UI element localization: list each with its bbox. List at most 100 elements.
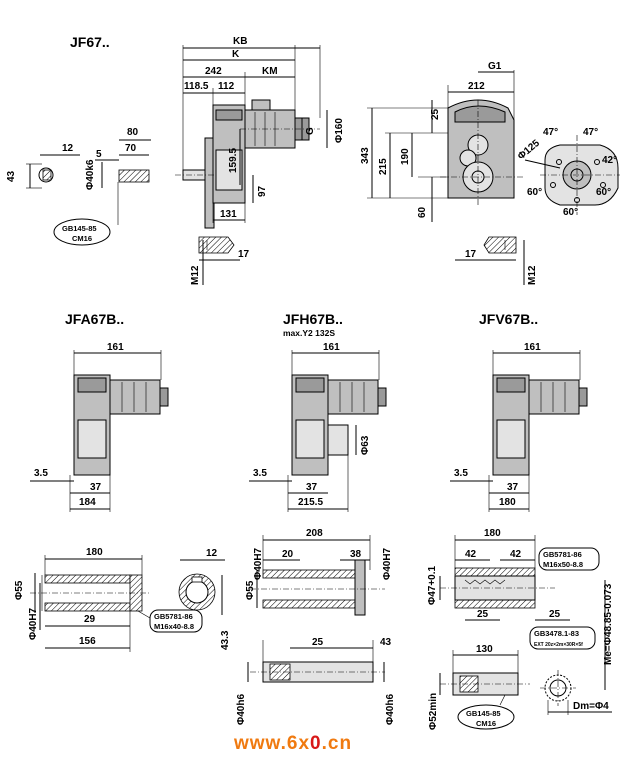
dim-25: 25 [430, 108, 441, 120]
jfv-spline-shaft: 180 42 42 GB5781-86 M16x50-8.8 Φ47+0.1 2… [427, 528, 614, 730]
label-jfv-cm16: CM16 [476, 719, 496, 728]
watermark: www.6x0.cn [233, 733, 352, 754]
angle-60-bottom: 60° [563, 207, 578, 218]
angle-60-left: 60° [527, 187, 542, 198]
dim-phi40k6: Φ40k6 [85, 159, 96, 190]
dim-jfv-42b: 42 [510, 549, 522, 560]
dim-jfh-208: 208 [306, 528, 323, 539]
dim-phi125: Φ125 [516, 138, 542, 163]
dim-jfv-37: 37 [507, 482, 519, 493]
dim-jfa-184: 184 [79, 497, 96, 508]
label-jfa-gb5781: GB5781-86 [154, 612, 193, 621]
dim-g1: G1 [488, 61, 502, 72]
jf67-thread-detail-left: 17 M12 [190, 236, 250, 285]
dim-jfh-phi55: Φ55 [245, 580, 256, 600]
title-jfa67b: JFA67B.. [65, 311, 124, 327]
dim-242: 242 [205, 66, 222, 77]
dim-kb: KB [233, 36, 247, 47]
dim-jfh-43: 43 [380, 637, 392, 648]
dim-jfa-37: 37 [90, 482, 102, 493]
dim-97: 97 [257, 185, 268, 197]
dim-159-5: 159.5 [228, 148, 239, 173]
dim-jfv-phi52: Φ52min [428, 693, 439, 730]
dim-jfh-phi40a: Φ40H7 [253, 547, 264, 580]
callout-gb3478 [529, 626, 596, 650]
dim-m12-right: M12 [527, 265, 538, 285]
dim-jfh-phi63: Φ63 [360, 435, 371, 455]
angle-42: 42° [602, 155, 617, 166]
dim-jfa-phi40h7: Φ40H7 [28, 607, 39, 640]
dim-70: 70 [125, 143, 137, 154]
dim-jfv-3-5: 3.5 [454, 468, 468, 479]
dim-12: 12 [62, 143, 74, 154]
dim-jfa-shaft-180: 180 [86, 547, 103, 558]
dim-jfv-42a: 42 [465, 549, 477, 560]
dim-k: K [232, 49, 240, 60]
dim-jfa-phi55: Φ55 [14, 580, 25, 600]
jfa-hollow-shaft: 180 Φ55 Φ40H7 29 156 GB5781-86 M16x40-8.… [14, 547, 231, 652]
dim-17-left: 17 [238, 249, 250, 260]
dim-jfa-161: 161 [107, 342, 124, 353]
dim-60: 60 [417, 206, 428, 218]
shaft-section-circle [38, 167, 54, 183]
label-jfv-gb3478: GB3478.1-83 [534, 629, 579, 638]
jf67-thread-detail-right: 17 M12 [455, 236, 538, 285]
dim-jfv-me: Me=Φ48.85-0.073 [603, 583, 614, 665]
label-jfv-m16x50: M16x50-8.8 [543, 560, 583, 569]
dim-km: KM [262, 66, 278, 77]
dim-jfh-215-5: 215.5 [298, 497, 323, 508]
angle-47-left: 47° [543, 127, 558, 138]
callout-gb145 [53, 218, 111, 246]
dim-jfv-phi47: Φ47+0.1 [427, 565, 438, 605]
dim-131: 131 [220, 209, 237, 220]
dim-jfh-20: 20 [282, 549, 294, 560]
dim-jfa-156: 156 [79, 636, 96, 647]
dim-5: 5 [96, 149, 102, 160]
dim-g: G [305, 127, 316, 135]
title-jfh67b-note: max.Y2 132S [283, 328, 335, 338]
label-jfv-gb5781: GB5781-86 [543, 550, 582, 559]
callout-jfv-gb145 [457, 704, 515, 730]
dim-jfv-25a: 25 [477, 609, 489, 620]
title-jf67: JF67.. [70, 34, 110, 50]
dim-phi160: Φ160 [334, 118, 345, 143]
angle-47-right: 47° [583, 127, 598, 138]
label-jfv-ext: EXT 20z×2m×30R×5f [534, 642, 583, 648]
dim-112: 112 [218, 81, 235, 92]
dim-80: 80 [127, 127, 139, 138]
jf67-side-view: KB K 242 KM 118.5 112 G Φ160 159.5 97 13… [175, 36, 345, 229]
dim-jfa-3-5: 3.5 [34, 468, 48, 479]
callout-gb5781-jfa [149, 609, 203, 633]
dim-118-5: 118.5 [184, 81, 209, 92]
dim-m12-left: M12 [190, 265, 201, 285]
dim-jfa-12: 12 [206, 548, 218, 559]
dim-jfh-161: 161 [323, 342, 340, 353]
dim-jfv-161: 161 [524, 342, 541, 353]
dim-jfa-43-3: 43.3 [220, 630, 231, 650]
label-jfv-gb145: GB145-85 [466, 709, 501, 718]
dim-jfv-180: 180 [499, 497, 516, 508]
dim-jfv-25b: 25 [549, 609, 561, 620]
dim-jfh-25: 25 [312, 637, 324, 648]
dim-43: 43 [6, 170, 17, 182]
jfa67b-view: 161 3.5 37 184 [30, 342, 169, 512]
dim-17-right: 17 [465, 249, 477, 260]
jfv67b-view: 161 3.5 37 180 [450, 342, 588, 512]
shaft-end [118, 169, 150, 183]
title-jfh67b: JFH67B.. [283, 311, 343, 327]
jf67-key-detail: 43 12 80 70 5 Φ40k6 GB145-85 CM16 [6, 127, 151, 246]
dim-jfv-dm: Dm=Φ4 [573, 701, 609, 712]
jf67-front-view: 212 G1 343 215 190 25 60 [360, 61, 525, 222]
dim-215: 215 [378, 158, 389, 175]
dim-jfh-3-5: 3.5 [253, 468, 267, 479]
dim-jfh-phi40h6a: Φ40h6 [236, 694, 247, 725]
angle-60-right: 60° [596, 187, 611, 198]
dim-190: 190 [400, 148, 411, 165]
dim-212: 212 [468, 81, 485, 92]
callout-gb5781-jfv [538, 547, 600, 571]
jfh-hollow-shaft: 208 20 38 Φ40H7 Φ40H7 Φ55 25 43 Φ40h6 Φ4… [236, 528, 396, 725]
dim-jfv-130: 130 [476, 644, 493, 655]
dim-jfh-phi40h6b: Φ40h6 [385, 694, 396, 725]
